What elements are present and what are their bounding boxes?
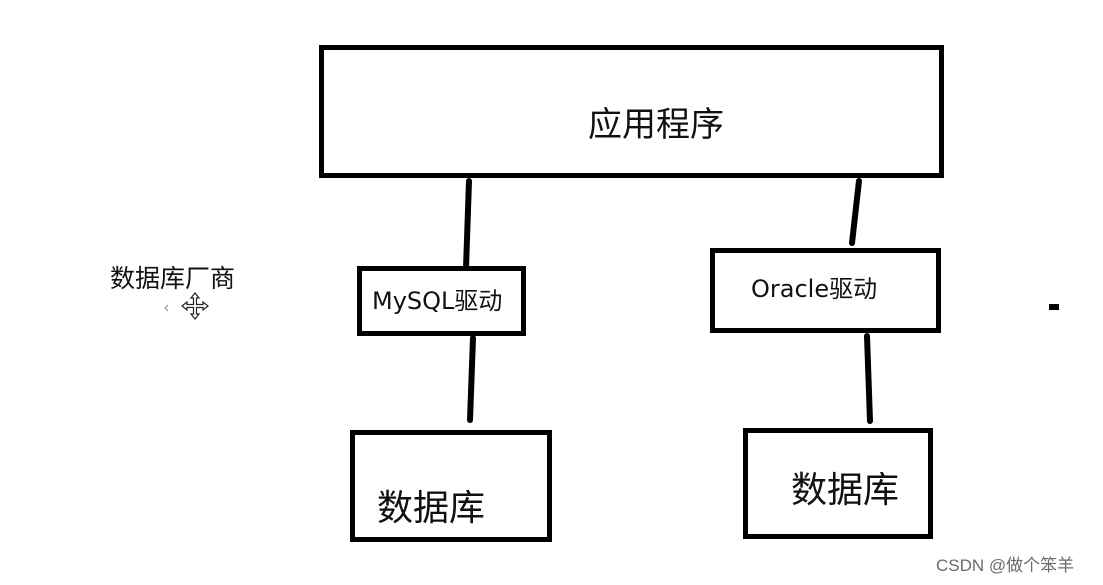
watermark: CSDN @做个笨羊 <box>936 556 1075 575</box>
mysql-database-box: 数据库 <box>350 430 552 542</box>
oracle-database-box: 数据库 <box>743 428 933 539</box>
connector-mysql-driver-to-database <box>467 335 476 423</box>
vendor-label: 数据库厂商 <box>110 264 236 293</box>
move-cursor-icon <box>181 292 209 320</box>
oracle-driver-box: Oracle驱动 <box>710 248 941 333</box>
connector-oracle-driver-to-database <box>864 333 873 424</box>
mysql-database-label: 数据库 <box>377 488 486 529</box>
application-box: 应用程序 <box>319 45 944 178</box>
oracle-database-label: 数据库 <box>791 470 900 511</box>
mysql-driver-box: MySQL驱动 <box>357 266 526 336</box>
oracle-driver-label: Oracle驱动 <box>751 275 878 303</box>
mysql-driver-label: MySQL驱动 <box>372 287 503 315</box>
connector-app-to-mysql-driver <box>463 178 472 271</box>
connector-app-to-oracle-driver <box>849 178 862 246</box>
stray-mark <box>1049 304 1059 310</box>
application-label: 应用程序 <box>588 105 724 145</box>
small-arrow-icon <box>164 304 169 312</box>
